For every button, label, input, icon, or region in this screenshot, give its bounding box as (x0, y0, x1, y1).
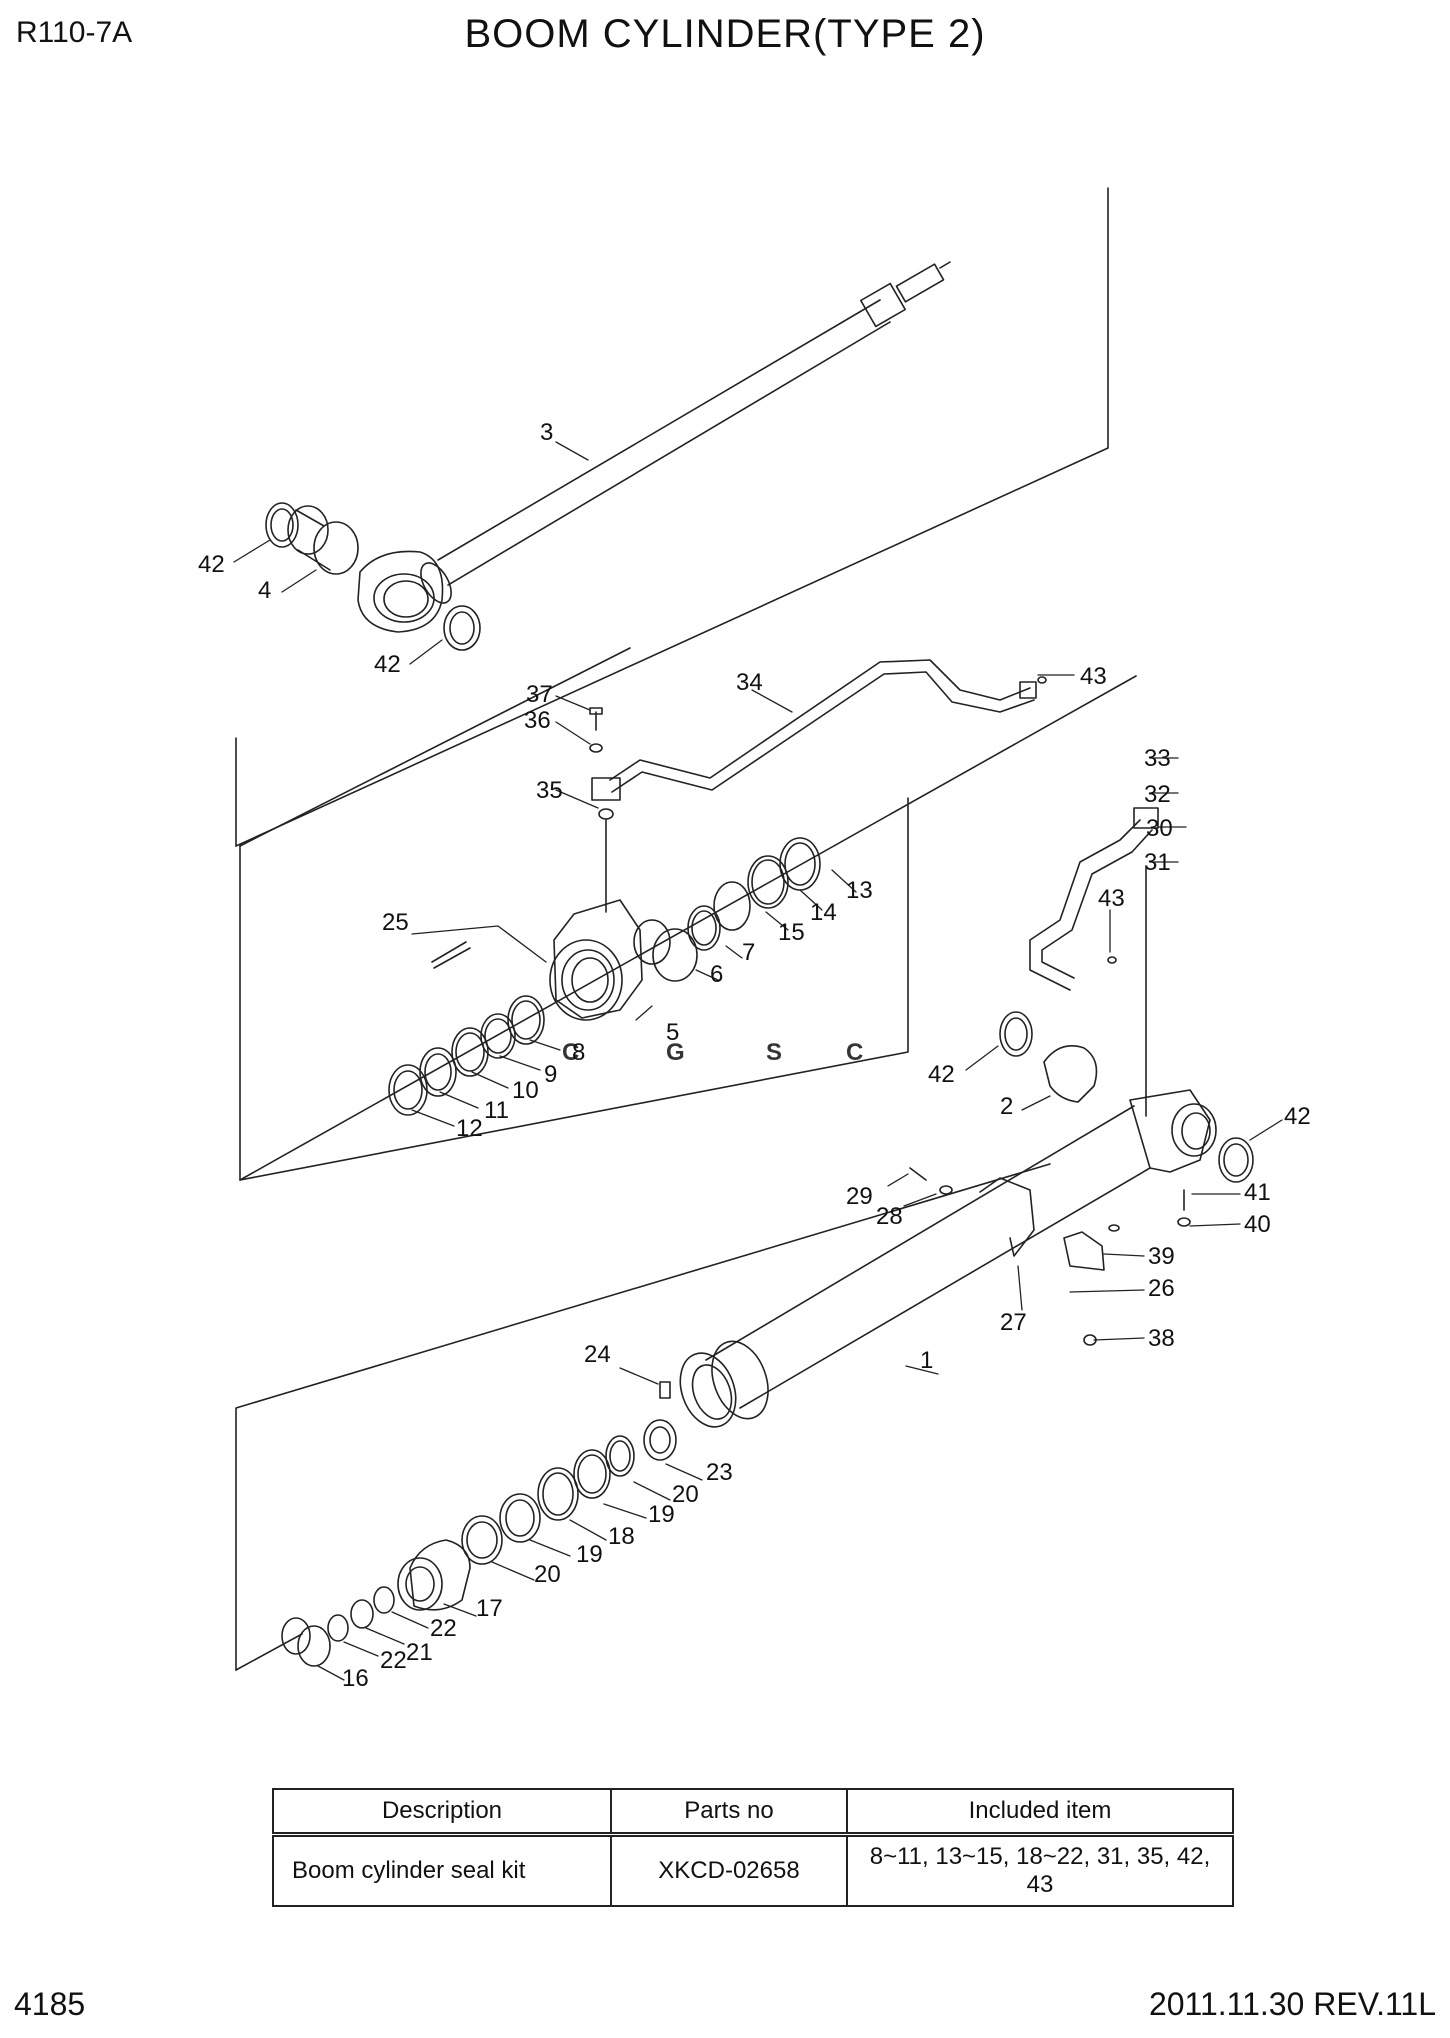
callout-label: 42 (374, 651, 401, 678)
cell-included: 8~11, 13~15, 18~22, 31, 35, 42, 43 (846, 1833, 1234, 1907)
callout-label: 19 (576, 1541, 603, 1568)
callout-label: 1 (920, 1347, 933, 1374)
callout-label: 42 (198, 551, 225, 578)
callout-label: 17 (476, 1595, 503, 1622)
pipe-34 (591, 659, 1037, 801)
callout-label: 23 (706, 1459, 733, 1486)
callout-label: 4 (258, 577, 271, 604)
cell-description: Boom cylinder seal kit (272, 1833, 612, 1907)
dust-seal-ring (443, 605, 481, 651)
callout-label: 32 (1144, 781, 1171, 808)
callout-label: 13 (846, 877, 873, 904)
callout-label: 25 (382, 909, 409, 936)
callout-label: 15 (778, 919, 805, 946)
callout-label: 35 (536, 777, 563, 804)
callout-label: 34 (736, 669, 763, 696)
dust-seal-ring (265, 502, 299, 548)
callout-label: 8 (572, 1039, 585, 1066)
piston-assembly (281, 1381, 677, 1667)
callout-label: 28 (876, 1203, 903, 1230)
rod-bushing (287, 505, 359, 575)
watermark-letter: C (846, 1039, 863, 1066)
callout-label: 39 (1148, 1243, 1175, 1270)
callout-label: 12 (456, 1115, 483, 1142)
watermark-letter: C (562, 1039, 579, 1066)
callout-label: 42 (1284, 1103, 1311, 1130)
callout-label: 43 (1080, 663, 1107, 690)
cell-parts-no: XKCD-02658 (610, 1833, 848, 1907)
column-header-description: Description (272, 1788, 612, 1837)
callout-label: 5 (666, 1019, 679, 1046)
frame-head (239, 797, 909, 1181)
callout-label: 20 (534, 1561, 561, 1588)
model-number: R110-7A (16, 16, 133, 49)
column-header-included: Included item (846, 1788, 1234, 1837)
callout-label: 30 (1146, 815, 1173, 842)
cgsc-watermark: C G S C (562, 1039, 863, 1066)
callout-label: 7 (742, 939, 755, 966)
watermark-letter: G (666, 1039, 685, 1066)
callout-label: 14 (810, 899, 837, 926)
page-number: 4185 (14, 1986, 86, 2022)
callout-label: 19 (648, 1501, 675, 1528)
frame-tube (239, 675, 1137, 1181)
frame-rod (235, 187, 1109, 847)
callout-label: 16 (342, 1665, 369, 1692)
callout-label: 6 (710, 961, 723, 988)
piston-rod (357, 261, 951, 633)
callout-label: 38 (1148, 1325, 1175, 1352)
callout-label: 29 (846, 1183, 873, 1210)
table-header-row: Description Parts no Included item (272, 1788, 1234, 1837)
callout-label: 27 (1000, 1309, 1027, 1336)
callout-label: 36 (524, 707, 551, 734)
callout-label: 41 (1244, 1179, 1271, 1206)
callout-label: 43 (1098, 885, 1125, 912)
revision-date: 2011.11.30 REV.11L (1148, 1986, 1436, 2022)
callout-label: 26 (1148, 1275, 1175, 1302)
callout-label: 22 (380, 1647, 407, 1674)
callout-label: 33 (1144, 745, 1171, 772)
table-row: Boom cylinder seal kit XKCD-02658 8~11, … (272, 1833, 1234, 1907)
page-title: BOOM CYLINDER(TYPE 2) (464, 12, 986, 56)
callout-label: 22 (430, 1615, 457, 1642)
callout-label: 40 (1244, 1211, 1271, 1238)
leader-lines (233, 441, 1283, 1681)
callout-label: 42 (928, 1061, 955, 1088)
callout-label: 31 (1144, 849, 1171, 876)
callout-label: 10 (512, 1077, 539, 1104)
column-header-parts-no: Parts no (610, 1788, 848, 1837)
callout-label: 3 (540, 419, 553, 446)
cylinder-tube (679, 1089, 1217, 1428)
callout-label: 18 (608, 1523, 635, 1550)
callout-label: 21 (406, 1639, 433, 1666)
callout-label: 24 (584, 1341, 611, 1368)
callout-label: 2 (1000, 1093, 1013, 1120)
callout-label: 11 (484, 1097, 509, 1124)
callout-label: 37 (526, 681, 553, 708)
seal-kit-table: Description Parts no Included item Boom … (272, 1788, 1234, 1907)
pipe-30 (1029, 807, 1159, 991)
cylinder-head (549, 899, 643, 1021)
callout-label: 9 (544, 1061, 557, 1088)
watermark-letter: S (766, 1039, 782, 1066)
callout-label: 20 (672, 1481, 699, 1508)
